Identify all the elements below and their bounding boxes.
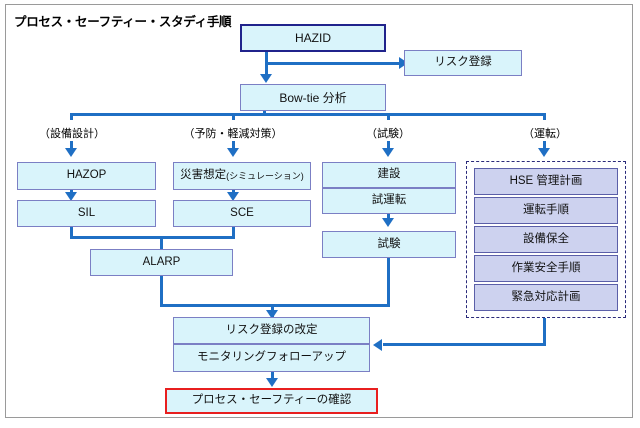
connector-bus-left-end bbox=[70, 113, 73, 120]
node-construction[interactable]: 建設 bbox=[322, 162, 456, 188]
connector-monitoring-down bbox=[271, 372, 274, 381]
connector-hazid-to-risk-register bbox=[265, 62, 400, 65]
node-monitoring-followup[interactable]: モニタリングフォローアップ bbox=[173, 344, 370, 372]
connector-hazid-to-bowtie bbox=[265, 62, 268, 76]
arrowhead-to-risk-revision bbox=[266, 310, 278, 319]
connector-bus-tick-3 bbox=[387, 113, 390, 120]
connector-bus-tick-2 bbox=[232, 113, 235, 120]
disaster-simulation-label-main: 災害想定 bbox=[180, 169, 227, 182]
arrowhead-to-risk-register bbox=[399, 57, 408, 69]
ops-item-emergency-response-plan[interactable]: 緊急対応計画 bbox=[474, 284, 618, 311]
operation-group-container bbox=[466, 161, 626, 318]
node-commissioning[interactable]: 試運転 bbox=[322, 188, 456, 214]
connector-bus-right-end bbox=[543, 113, 546, 120]
node-hazid[interactable]: HAZID bbox=[240, 24, 386, 52]
connector-merge-bus-alarp bbox=[70, 236, 235, 239]
branch-label-operation: （運転） bbox=[523, 128, 567, 140]
ops-item-operating-procedure[interactable]: 運転手順 bbox=[474, 197, 618, 224]
branch-label-equipment-design: （設備設計） bbox=[39, 128, 105, 140]
node-alarp[interactable]: ALARP bbox=[90, 249, 233, 276]
arrowhead-commissioning-to-testing bbox=[382, 218, 394, 227]
connector-ops-down bbox=[543, 318, 546, 346]
connector-branch3-down bbox=[387, 141, 390, 150]
connector-branch1-down bbox=[70, 141, 73, 150]
arrowhead-branch3 bbox=[382, 148, 394, 157]
connector-branch4-down bbox=[543, 141, 546, 150]
connector-sil-down bbox=[70, 227, 73, 238]
page-title: プロセス・セーフティー・スタディ手順 bbox=[14, 15, 232, 29]
node-risk-register[interactable]: リスク登録 bbox=[404, 50, 522, 76]
arrowhead-to-final bbox=[266, 378, 278, 387]
node-hazop[interactable]: HAZOP bbox=[17, 162, 156, 190]
node-testing[interactable]: 試験 bbox=[322, 231, 456, 258]
arrowhead-branch4 bbox=[538, 148, 550, 157]
connector-testing-down bbox=[387, 258, 390, 306]
branch-label-prevention-mitigation: （予防・軽減対策） bbox=[183, 128, 283, 140]
ops-item-equipment-maintenance[interactable]: 設備保全 bbox=[474, 226, 618, 253]
connector-branch2-down bbox=[232, 141, 235, 150]
connector-sce-down bbox=[232, 227, 235, 238]
connector-ops-feedback-left bbox=[383, 343, 545, 346]
ops-item-hse-management-plan[interactable]: HSE 管理計画 bbox=[474, 168, 618, 195]
node-sce[interactable]: SCE bbox=[173, 200, 311, 227]
node-risk-register-revision[interactable]: リスク登録の改定 bbox=[173, 317, 370, 344]
connector-alarp-down bbox=[160, 276, 163, 306]
arrowhead-hazop-to-sil bbox=[65, 192, 77, 201]
node-disaster-simulation[interactable]: 災害想定(シミュレーション) bbox=[173, 162, 311, 190]
arrowhead-ops-feedback bbox=[373, 339, 382, 351]
disaster-simulation-label-kana: (シミュレーション) bbox=[226, 170, 304, 181]
arrowhead-branch1 bbox=[65, 148, 77, 157]
branch-label-testing: （試験） bbox=[366, 128, 410, 140]
connector-bottom-bus bbox=[160, 304, 390, 307]
connector-merge-to-alarp bbox=[160, 236, 163, 249]
node-sil[interactable]: SIL bbox=[17, 200, 156, 227]
arrowhead-branch2 bbox=[227, 148, 239, 157]
arrowhead-sim-to-sce bbox=[227, 192, 239, 201]
connector-branch-bus bbox=[70, 113, 546, 116]
node-process-safety-confirmation[interactable]: プロセス・セーフティーの確認 bbox=[165, 388, 378, 414]
arrowhead-to-bowtie bbox=[260, 74, 272, 83]
node-bowtie[interactable]: Bow-tie 分析 bbox=[240, 84, 386, 111]
connector-hazid-down bbox=[265, 52, 268, 66]
ops-item-work-safety-procedure[interactable]: 作業安全手順 bbox=[474, 255, 618, 282]
